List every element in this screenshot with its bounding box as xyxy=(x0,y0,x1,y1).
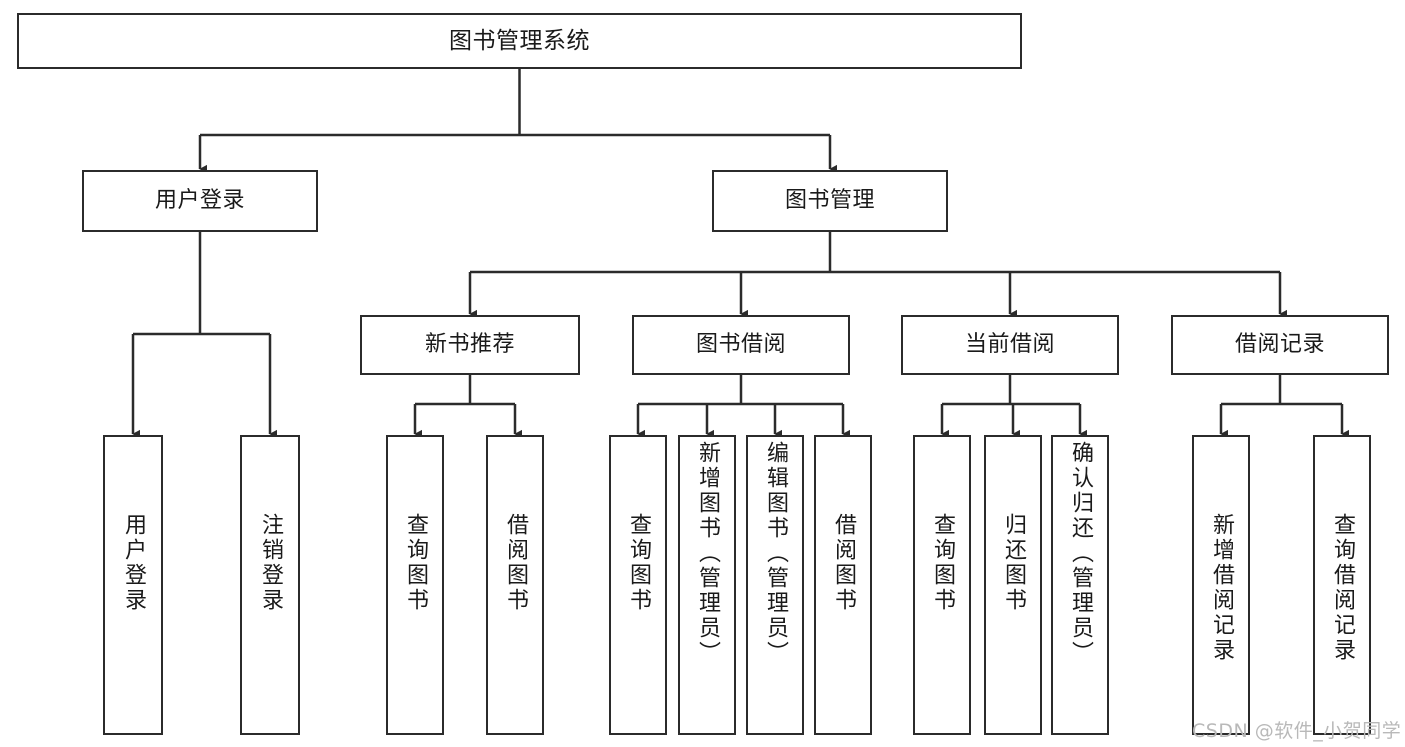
node-label-leaf-confirm-return: 确认归还（管理员） xyxy=(1068,441,1093,666)
node-leaf-query-book-1[interactable]: 查询图书 xyxy=(386,435,444,735)
node-label-borrow-record: 借阅记录 xyxy=(1234,331,1325,357)
node-book-borrow[interactable]: 图书借阅 xyxy=(632,315,850,375)
node-label-book-manage: 图书管理 xyxy=(784,187,875,213)
node-leaf-confirm-return[interactable]: 确认归还（管理员） xyxy=(1051,435,1109,735)
node-leaf-query-book-3[interactable]: 查询图书 xyxy=(913,435,971,735)
node-label-user-login: 用户登录 xyxy=(154,187,245,213)
node-leaf-add-record[interactable]: 新增借阅记录 xyxy=(1192,435,1250,735)
node-label-leaf-borrow-book-1: 借阅图书 xyxy=(503,513,528,613)
node-leaf-return-book[interactable]: 归还图书 xyxy=(984,435,1042,735)
node-borrow-record[interactable]: 借阅记录 xyxy=(1171,315,1389,375)
node-label-leaf-edit-book: 编辑图书（管理员） xyxy=(763,441,788,666)
node-user-login[interactable]: 用户登录 xyxy=(82,170,318,232)
node-label-leaf-borrow-book-2: 借阅图书 xyxy=(831,513,856,613)
node-label-book-borrow: 图书借阅 xyxy=(695,331,786,357)
node-label-root: 图书管理系统 xyxy=(449,27,590,54)
node-leaf-query-book-2[interactable]: 查询图书 xyxy=(609,435,667,735)
node-new-book-recommend[interactable]: 新书推荐 xyxy=(360,315,580,375)
node-leaf-add-book[interactable]: 新增图书（管理员） xyxy=(678,435,736,735)
node-label-leaf-return-book: 归还图书 xyxy=(1001,513,1026,613)
edge-group xyxy=(131,69,1349,439)
node-leaf-user-login[interactable]: 用户登录 xyxy=(103,435,163,735)
node-label-leaf-query-book-3: 查询图书 xyxy=(930,513,955,613)
node-label-leaf-logout: 注销登录 xyxy=(258,513,283,613)
node-leaf-logout[interactable]: 注销登录 xyxy=(240,435,300,735)
node-root[interactable]: 图书管理系统 xyxy=(17,13,1022,69)
node-leaf-borrow-book-1[interactable]: 借阅图书 xyxy=(486,435,544,735)
node-label-leaf-add-book: 新增图书（管理员） xyxy=(695,441,720,666)
node-label-leaf-add-record: 新增借阅记录 xyxy=(1209,513,1234,663)
node-label-leaf-query-book-1: 查询图书 xyxy=(403,513,428,613)
node-leaf-edit-book[interactable]: 编辑图书（管理员） xyxy=(746,435,804,735)
node-label-new-book-recommend: 新书推荐 xyxy=(424,331,515,357)
node-label-leaf-query-book-2: 查询图书 xyxy=(626,513,651,613)
watermark-text: CSDN @软件_小贺同学 xyxy=(1192,720,1402,742)
node-book-manage[interactable]: 图书管理 xyxy=(712,170,948,232)
node-leaf-borrow-book-2[interactable]: 借阅图书 xyxy=(814,435,872,735)
node-label-leaf-user-login: 用户登录 xyxy=(121,513,146,613)
node-label-current-borrow: 当前借阅 xyxy=(964,331,1055,357)
node-leaf-query-record[interactable]: 查询借阅记录 xyxy=(1313,435,1371,735)
node-label-leaf-query-record: 查询借阅记录 xyxy=(1330,513,1355,663)
node-current-borrow[interactable]: 当前借阅 xyxy=(901,315,1119,375)
